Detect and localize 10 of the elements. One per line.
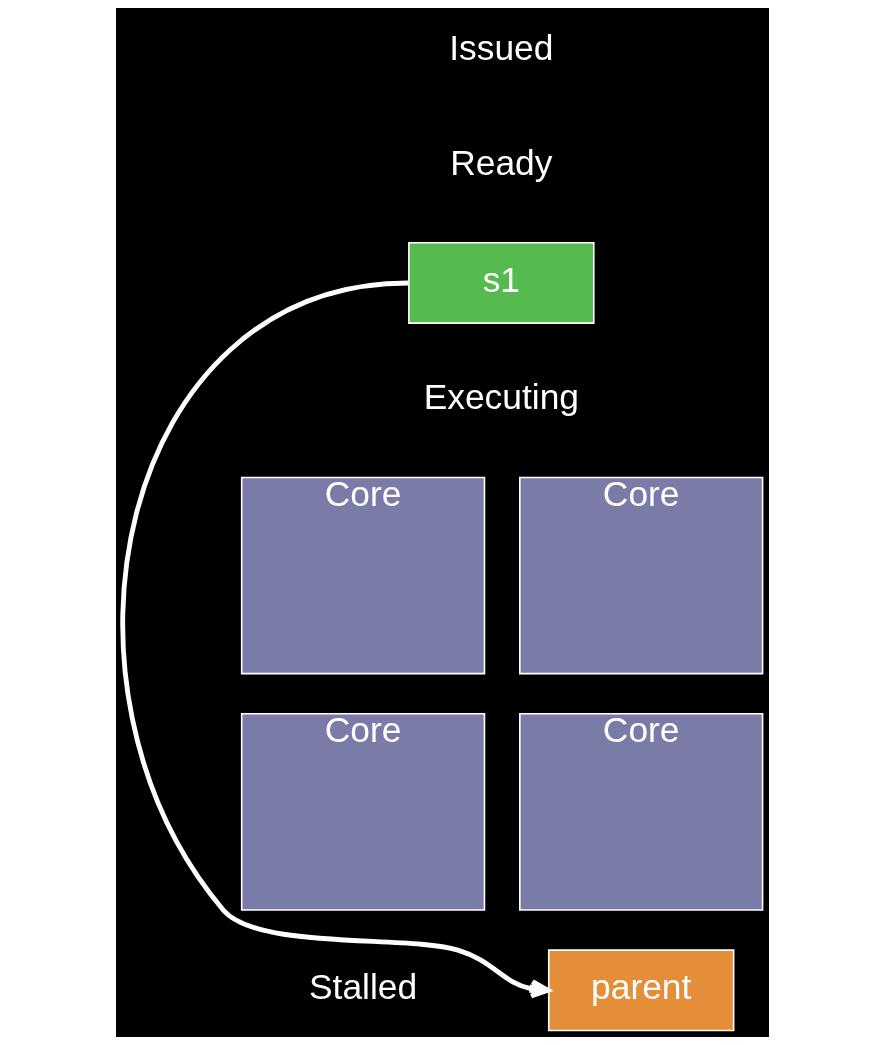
node-box: s1 [407, 241, 595, 324]
node-box: Core [240, 476, 485, 675]
label: Executing [423, 377, 579, 417]
label: Ready [449, 142, 552, 182]
label: Stalled [308, 967, 417, 1007]
label: Issued [448, 28, 553, 68]
node-box: Core [240, 713, 485, 911]
node-box: Core [518, 476, 763, 675]
node-box: parent [547, 949, 734, 1032]
node-box: Core [518, 713, 763, 911]
